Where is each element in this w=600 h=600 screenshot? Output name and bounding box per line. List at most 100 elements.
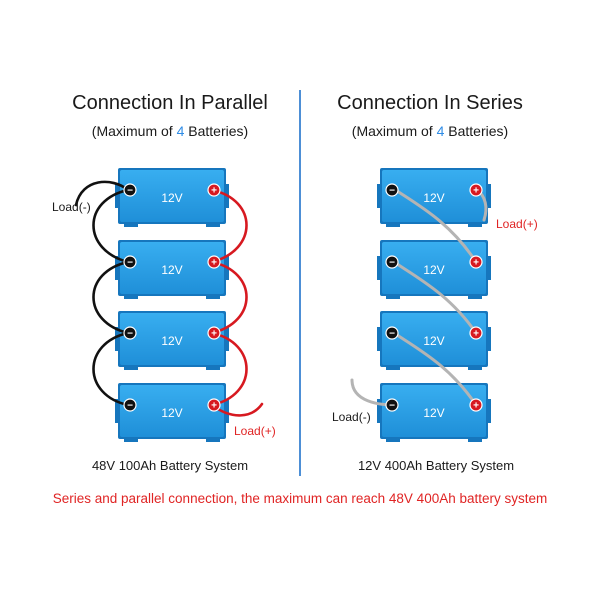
battery-body [382,385,486,437]
svg-text:+: + [211,329,217,340]
battery-voltage-label: 12V [161,191,182,205]
parallel-neg-link-2 [92,260,130,335]
series-link-1 [392,187,478,264]
parallel-pos-link-2 [210,260,248,335]
battery-voltage-label: 12V [161,263,182,277]
battery-foot-left [124,294,138,299]
series-title: Connection In Series [337,92,523,114]
svg-text:+: + [473,186,479,197]
battery-foot-right [206,365,220,370]
negative-terminal-icon: − [385,183,399,197]
svg-text:−: − [389,186,395,197]
battery-foot-right [468,222,482,227]
series-battery-3: 12V [377,311,491,370]
battery-body [120,170,224,222]
series-load-negative-label: Load(-) [332,410,371,424]
positive-terminal-icon: + [207,255,221,269]
negative-terminal-icon: − [123,398,137,412]
positive-terminal-icon: + [207,326,221,340]
battery-foot-right [468,294,482,299]
battery-left-notch [115,256,119,280]
battery-foot-right [468,437,482,442]
parallel-subtitle: (Maximum of 4 Batteries) [92,123,248,139]
svg-text:−: − [127,329,133,340]
series-battery-4: 12V [377,383,491,442]
parallel-positive-wires [210,188,264,417]
negative-terminal-icon: − [123,255,137,269]
battery-foot-left [124,437,138,442]
svg-text:−: − [127,258,133,269]
parallel-battery-2: 12V [115,240,229,299]
parallel-battery-1: 12V [115,168,229,227]
series-system-caption: 12V 400Ah Battery System [358,458,514,473]
battery-body [120,385,224,437]
battery-foot-right [206,222,220,227]
parallel-pos-link-3 [210,331,248,407]
positive-terminal-icon: + [469,326,483,340]
battery-foot-right [468,365,482,370]
battery-left-notch [115,399,119,423]
positive-terminal-icon: + [207,398,221,412]
battery-foot-left [386,294,400,299]
negative-terminal-icon: − [385,255,399,269]
svg-text:−: − [127,401,133,412]
battery-left-notch [115,184,119,208]
battery-right-notch [487,184,491,208]
svg-text:+: + [473,401,479,412]
battery-body [382,242,486,294]
parallel-title: Connection In Parallel [72,92,268,114]
svg-text:+: + [473,258,479,269]
battery-body [120,242,224,294]
negative-terminal-icon: − [385,398,399,412]
battery-right-notch [225,399,229,423]
battery-body [382,313,486,365]
series-max-count: 4 [437,123,445,139]
series-link-3 [392,331,478,407]
battery-foot-left [124,222,138,227]
positive-terminal-icon: + [469,398,483,412]
svg-text:+: + [211,258,217,269]
series-battery-stack: 12V 12V 12V 12V [377,168,491,442]
series-link-2 [392,260,478,335]
series-battery-1: 12V [377,168,491,227]
battery-left-notch [377,184,381,208]
battery-left-notch [377,327,381,351]
battery-voltage-label: 12V [423,406,444,420]
battery-voltage-label: 12V [161,334,182,348]
battery-voltage-label: 12V [161,406,182,420]
series-battery-2: 12V [377,240,491,299]
parallel-terminals: − + − + − + − + [123,183,221,412]
series-load-positive-label: Load(+) [496,217,538,231]
positive-terminal-icon: + [207,183,221,197]
battery-voltage-label: 12V [423,334,444,348]
parallel-load-negative-label: Load(-) [52,200,91,214]
svg-text:+: + [473,329,479,340]
battery-voltage-label: 12V [423,191,444,205]
battery-voltage-label: 12V [423,263,444,277]
parallel-max-count: 4 [177,123,185,139]
svg-text:+: + [211,186,217,197]
positive-terminal-icon: + [469,255,483,269]
load-negative-wire [74,180,130,207]
svg-text:+: + [211,401,217,412]
parallel-battery-3: 12V [115,311,229,370]
svg-text:−: − [127,186,133,197]
parallel-pos-link-1 [210,188,248,264]
battery-left-notch [115,327,119,351]
battery-body [120,313,224,365]
battery-right-notch [487,327,491,351]
svg-text:−: − [389,401,395,412]
battery-foot-left [386,437,400,442]
parallel-negative-wires [74,180,130,407]
svg-text:−: − [389,258,395,269]
series-subtitle: (Maximum of 4 Batteries) [352,123,508,139]
battery-foot-left [386,365,400,370]
battery-foot-left [386,222,400,227]
series-terminals: − + − + − + − + [385,183,483,412]
battery-left-notch [377,399,381,423]
negative-terminal-icon: − [123,326,137,340]
negative-terminal-icon: − [385,326,399,340]
parallel-neg-link-1 [92,188,130,264]
negative-terminal-icon: − [123,183,137,197]
